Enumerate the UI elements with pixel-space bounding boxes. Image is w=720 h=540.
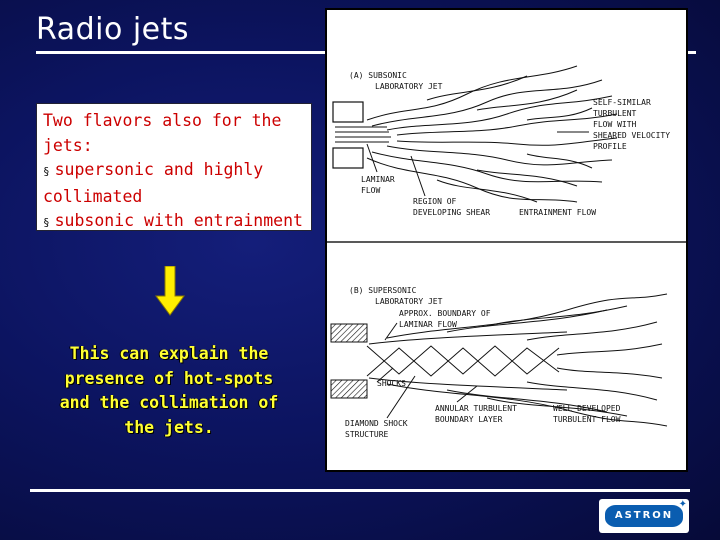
svg-text:SHEARED VELOCITY: SHEARED VELOCITY [593, 131, 670, 140]
astron-logo: ASTRON ✦ [599, 499, 689, 533]
svg-text:PROFILE: PROFILE [593, 142, 627, 151]
panel-b-title: (B) SUPERSONIC [349, 286, 417, 295]
panel-a-laminar-lines [335, 126, 391, 143]
footer-rule [30, 489, 690, 492]
intro-line: jets: [43, 135, 93, 155]
panel-b-label-shocks: SHOCKS [377, 379, 406, 388]
panel-a-label-entrainment: ENTRAINMENT FLOW [519, 208, 596, 217]
svg-text:TURBULENT: TURBULENT [593, 109, 637, 118]
down-arrow-icon [155, 266, 185, 316]
panel-a-nozzle [332, 147, 364, 169]
panel-b-label-diamond: DIAMOND SHOCK [345, 419, 408, 428]
bullet-item: §supersonic and highly [43, 160, 264, 179]
panel-a-subtitle: LABORATORY JET [375, 82, 443, 91]
svg-text:TURBULENT FLOW: TURBULENT FLOW [553, 415, 621, 424]
jet-diagram-figure: (A) SUBSONIC LABORATORY JET SELF-SIMILA [325, 8, 688, 472]
jet-diagram: (A) SUBSONIC LABORATORY JET SELF-SIMILA [327, 65, 686, 439]
svg-text:DEVELOPING SHEAR: DEVELOPING SHEAR [413, 208, 490, 217]
slide-title: Radio jets [36, 12, 190, 47]
panel-b-label-well: WELL DEVELOPED [553, 404, 621, 413]
star-icon: ✦ [678, 499, 687, 510]
svg-text:STRUCTURE: STRUCTURE [345, 430, 389, 439]
panel-a-label-self-similar: SELF-SIMILAR [593, 98, 651, 107]
label-leader [366, 143, 378, 173]
svg-text:FLOW WITH: FLOW WITH [593, 120, 637, 129]
bullet-icon: § [43, 165, 50, 178]
panel-b-turbulent-flow [386, 293, 668, 427]
svg-text:BOUNDARY LAYER: BOUNDARY LAYER [435, 415, 503, 424]
panel-a-label-region: REGION OF [413, 197, 457, 206]
label-leader [410, 155, 426, 197]
bullet-continuation: collimated [43, 186, 143, 206]
panel-b-nozzle [330, 323, 368, 399]
label-leader [386, 375, 416, 419]
astron-logo-badge: ASTRON [605, 505, 683, 527]
bullet-icon: § [43, 216, 50, 229]
label-leader [376, 367, 394, 383]
panel-b-label-annular: ANNULAR TURBULENT [435, 404, 517, 413]
panel-a-turbulent-flow [366, 65, 618, 203]
panel-b-subtitle: LABORATORY JET [375, 297, 443, 306]
svg-text:LAMINAR FLOW: LAMINAR FLOW [399, 320, 457, 329]
svg-text:FLOW: FLOW [361, 186, 380, 195]
intro-line: Two flavors also for the [43, 111, 282, 130]
bullet-item: §subsonic with entrainment [43, 211, 303, 230]
label-leader [456, 385, 478, 403]
conclusion-text: This can explain the presence of hot-spo… [59, 344, 279, 437]
intro-textbox: Two flavors also for the jets: §superson… [36, 103, 312, 231]
panel-b-shock-diamonds [366, 331, 568, 391]
panel-b-label-boundary: APPROX. BOUNDARY OF [399, 309, 491, 318]
label-leader [384, 322, 398, 341]
panel-a-title: (A) SUBSONIC [349, 71, 407, 80]
panel-a-nozzle [332, 101, 364, 123]
panel-a-label-laminar: LAMINAR [361, 175, 395, 184]
